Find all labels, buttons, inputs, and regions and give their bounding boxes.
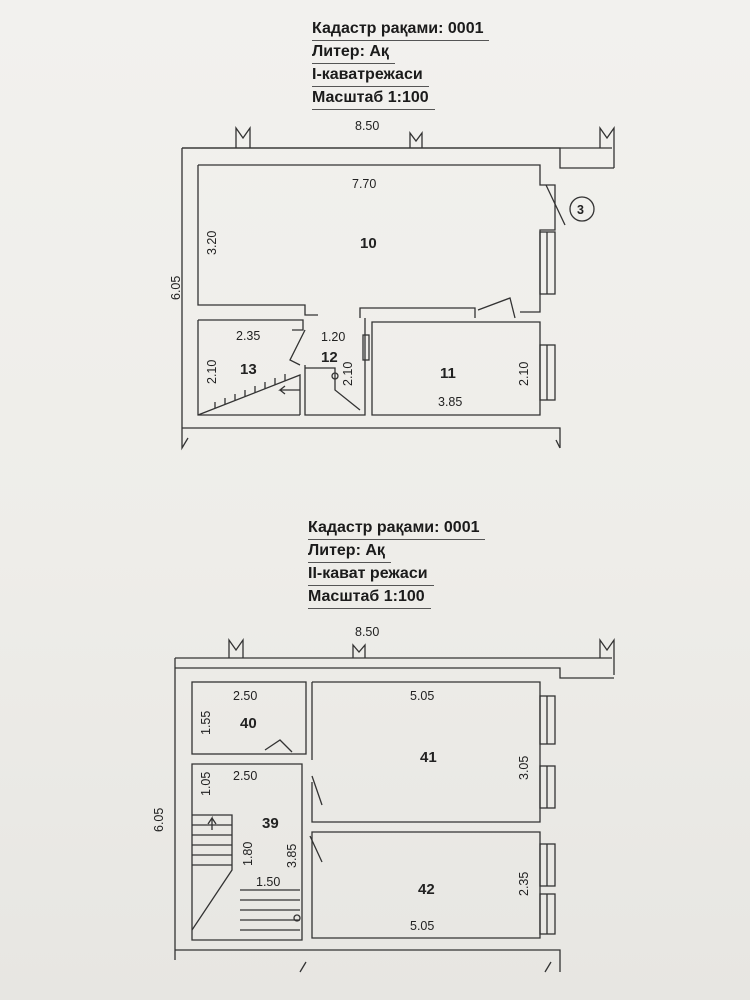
floor2-room42-wall (311, 831, 541, 939)
floor2-section-mark-right (599, 637, 615, 658)
floor2-room41-wall (311, 681, 541, 823)
floor2-dim-room41-height: 3.05 (517, 756, 531, 780)
floor1-dim-total-height: 6.05 (169, 276, 183, 300)
floor1-plan: 8.50 6.05 7.70 3.20 10 2.35 2.10 13 1.20… (169, 119, 615, 451)
floor2-room40-label: 40 (240, 715, 257, 732)
floor2-stairs (191, 814, 233, 931)
floor1-outer-wall-bottom (182, 427, 561, 448)
floor2-room40-wall (191, 681, 307, 755)
floor2-room39-wall (191, 763, 303, 941)
floor2-plan-name: II-кават режаси (308, 563, 434, 586)
floor1-entrance-marker (569, 196, 595, 222)
floor2-dim-stair-height: 1.80 (241, 842, 255, 866)
floor1-scale: Масштаб 1:100 (312, 87, 435, 110)
floor1-room12-label: 12 (321, 349, 338, 366)
floor1-section-mark-left (235, 125, 251, 148)
floor1-dim-room10-width: 7.70 (352, 177, 376, 191)
floor1-dim-room12-height: 2.10 (341, 362, 355, 386)
floor1-dim-room10-height: 3.20 (205, 231, 219, 255)
floor2-stair-arrow (207, 815, 217, 830)
floor1-section-mark-mid (409, 131, 423, 148)
floor1-entrance-door (545, 184, 566, 226)
floor2-dim-total-height: 6.05 (152, 808, 166, 832)
floor1-liter: Литер: Ақ (312, 41, 395, 64)
floor2-title-block: Кадастр рақами: 0001 Литер: Ақ II-кават … (308, 517, 486, 609)
floor2-outer-wall-top (174, 658, 614, 960)
floor2-dim-room39-width: 2.50 (233, 769, 257, 783)
floor2-dim-total-width: 8.50 (355, 625, 379, 639)
floor1-dim-room11-width: 3.85 (438, 395, 462, 409)
floor1-room11-wall (371, 321, 541, 416)
floor1-title-block: Кадастр рақами: 0001 Литер: Ақ I-каватре… (312, 18, 490, 110)
floor1-stair-arrow (278, 385, 300, 395)
floor2-dim-room40-height: 1.55 (199, 711, 213, 735)
floor2-liter: Литер: Ақ (308, 540, 391, 563)
floor2-outer-wall-bottom (175, 949, 561, 972)
floor1-room10-wall (198, 164, 556, 313)
floor2-section-mark-left (228, 637, 244, 658)
floor2-dim-room42-height: 2.35 (517, 872, 531, 896)
floor1-dim-room12-width: 1.20 (321, 330, 345, 344)
floor2-dim-room40-width: 2.50 (233, 689, 257, 703)
floor1-dim-total-width: 8.50 (355, 119, 379, 133)
floor2-dim-room39-length: 3.85 (285, 844, 299, 868)
floor2-dim-room41-width: 5.05 (410, 689, 434, 703)
floor1-room11-label: 11 (440, 365, 456, 382)
floor2-dim-room39-height: 1.05 (199, 772, 213, 796)
floor2-section-mark-mid (352, 643, 366, 658)
floor1-room13-wall (198, 319, 304, 331)
floor2-plan: 8.50 6.05 2.50 1.55 40 5.05 41 3.05 1.05… (152, 625, 615, 973)
floor1-stairs (197, 374, 301, 416)
floor1-dim-room13-height: 2.10 (205, 360, 219, 384)
floor2-room42-label: 42 (418, 881, 435, 898)
floor2-dim-stair-width: 1.50 (256, 875, 280, 889)
floor2-room39-label: 39 (262, 815, 279, 832)
floor1-dim-room13-width: 2.35 (236, 329, 260, 343)
floor1-room13-label: 13 (240, 361, 257, 378)
floor1-outer-wall-top (181, 147, 614, 428)
floor1-room12-wall (304, 318, 366, 416)
floor1-dim-room11-height: 2.10 (517, 362, 531, 386)
floor1-section-mark-right (599, 125, 615, 148)
floor2-cadastre: Кадастр рақами: 0001 (308, 517, 486, 540)
floor2-dim-room42-width: 5.05 (410, 919, 434, 933)
floor1-door-10-11 (477, 297, 516, 319)
floor2-door-41 (311, 775, 323, 806)
floor2-scale: Масштаб 1:100 (308, 586, 431, 609)
floor1-door-13 (289, 329, 306, 366)
floor1-plan-name: I-каватрежаси (312, 64, 429, 87)
floor1-entrance-number: 3 (577, 203, 584, 217)
floor1-room10-label: 10 (360, 235, 377, 252)
floor2-door-40 (264, 739, 293, 753)
floor1-room12-fixture (331, 372, 339, 380)
floor2-stair-fixture (293, 914, 301, 922)
floor1-cadastre: Кадастр рақами: 0001 (312, 18, 490, 41)
floor2-room41-label: 41 (420, 749, 437, 766)
